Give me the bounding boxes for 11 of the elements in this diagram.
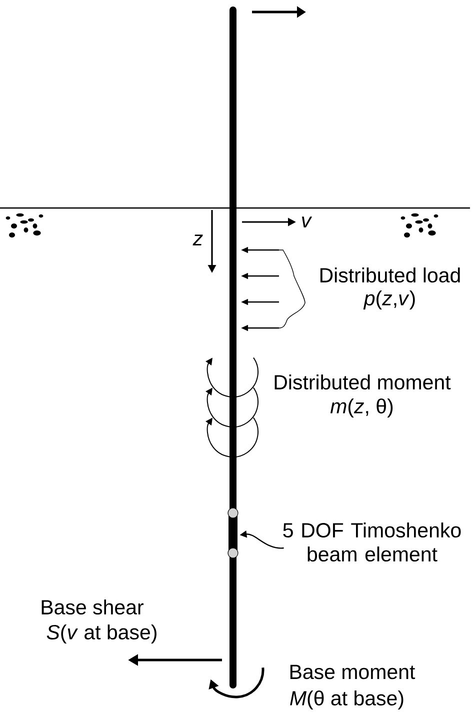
callout-text: 5 DOF Timoshenko beam element	[283, 522, 461, 562]
label-text: S(v at base)	[46, 624, 156, 644]
label-text: v	[302, 216, 312, 228]
label-text: z	[192, 234, 203, 246]
label-text: Base shear	[42, 599, 144, 615]
label-text: Distributed load	[320, 267, 460, 283]
label-text: m(z, θ)	[330, 398, 393, 418]
label-text: p(z,v)	[363, 290, 415, 310]
label-text: Base moment	[290, 664, 416, 680]
label-text: M(θ at base)	[290, 690, 404, 710]
label-text: Distributed moment	[274, 374, 451, 390]
